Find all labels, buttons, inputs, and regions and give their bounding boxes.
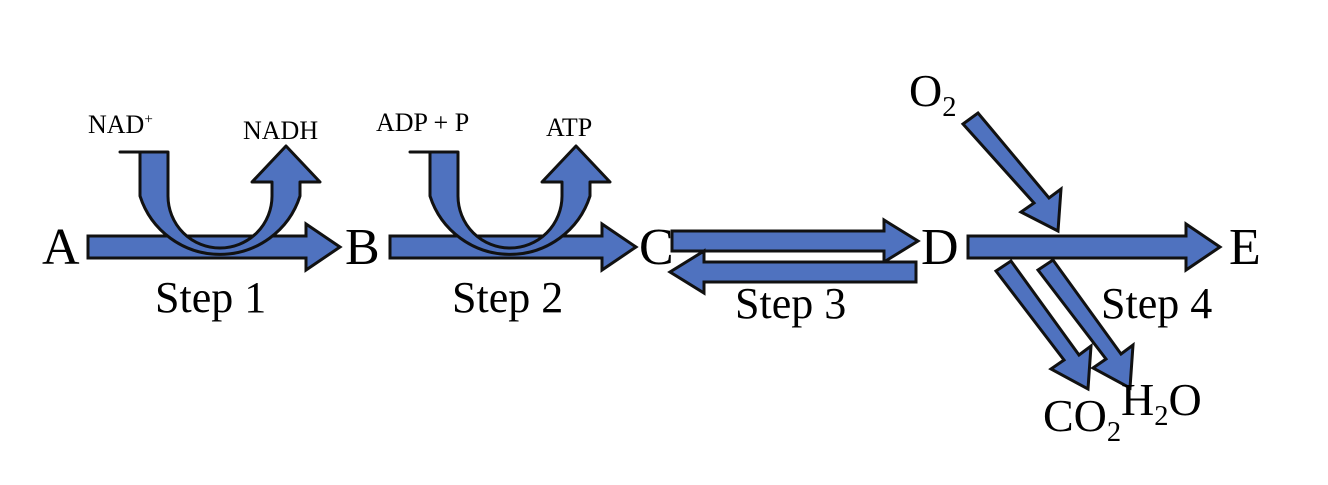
arrow-o2-input bbox=[960, 110, 1063, 234]
arrow-d-to-c-reverse bbox=[667, 248, 918, 296]
node-label-e: E bbox=[1229, 219, 1261, 276]
cofactor-nadh-text: NADH bbox=[243, 116, 319, 145]
node-label-c: C bbox=[639, 219, 674, 276]
step-label-3: Step 3 bbox=[735, 279, 847, 328]
node-label-d: D bbox=[921, 219, 959, 276]
curved-arrow-adp-to-atp bbox=[408, 144, 612, 256]
cofactor-nad-plus-text: NAD bbox=[88, 110, 145, 139]
molecule-water: H2O bbox=[1121, 374, 1202, 431]
step-label-2: Step 2 bbox=[452, 273, 564, 322]
molecule-carbon-dioxide-text: CO bbox=[1043, 390, 1107, 441]
curved-arrow-nad-to-nadh bbox=[118, 144, 322, 256]
arrow-co2-output bbox=[993, 258, 1093, 392]
cofactor-atp: ATP bbox=[546, 115, 592, 141]
cofactor-adp-p-text: ADP + P bbox=[376, 108, 470, 137]
node-label-a: A bbox=[42, 219, 80, 276]
molecule-oxygen-subscript: 2 bbox=[942, 92, 957, 124]
arrow-h2o-output bbox=[1035, 257, 1135, 391]
molecule-water-subscript: 2 bbox=[1154, 401, 1169, 433]
molecule-oxygen-text: O bbox=[909, 65, 943, 116]
molecule-carbon-dioxide-subscript: 2 bbox=[1106, 417, 1122, 449]
molecule-carbon-dioxide: CO2 bbox=[1043, 390, 1121, 447]
arrow-d-to-e bbox=[966, 221, 1223, 273]
cofactor-nad-plus-superscript: + bbox=[144, 111, 153, 128]
molecule-oxygen: O2 bbox=[909, 65, 957, 122]
molecule-water-h: H bbox=[1121, 374, 1155, 425]
cofactor-atp-text: ATP bbox=[546, 113, 593, 142]
step-label-4: Step 4 bbox=[1101, 279, 1213, 328]
node-label-b: B bbox=[345, 219, 380, 276]
cofactor-adp-p: ADP + P bbox=[376, 110, 469, 136]
molecule-water-o: O bbox=[1168, 374, 1202, 425]
cofactor-nadh: NADH bbox=[243, 118, 318, 144]
cofactor-nad-plus: NAD+ bbox=[88, 112, 153, 138]
step-label-1: Step 1 bbox=[155, 273, 267, 322]
arrow-c-to-d-forward bbox=[670, 217, 921, 265]
